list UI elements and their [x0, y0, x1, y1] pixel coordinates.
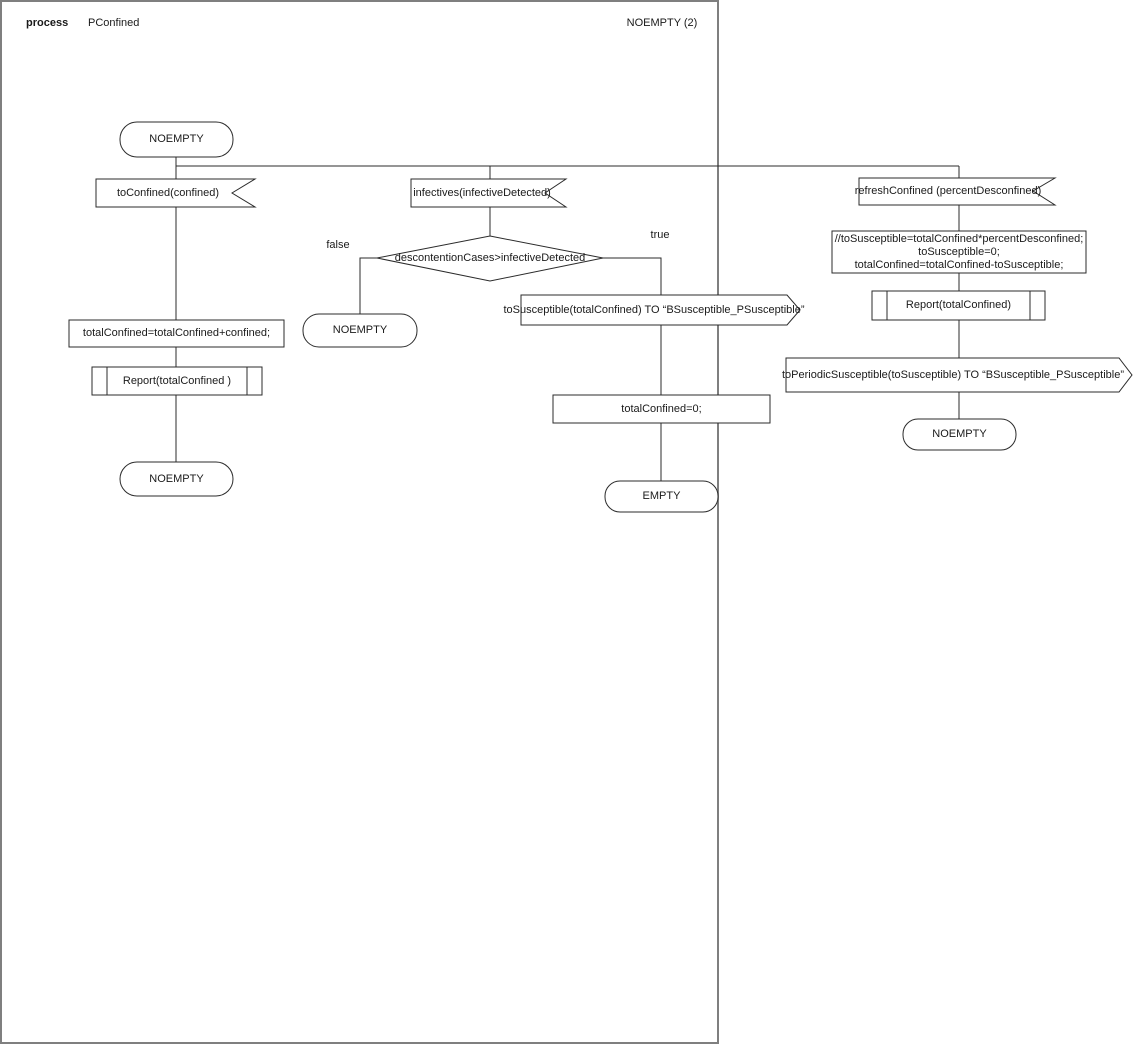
state-label: NOEMPTY	[932, 428, 987, 440]
state-symbol-noempty-left	[119, 461, 234, 497]
decision-label: descontentionCases>infectiveDetected	[394, 252, 586, 264]
task-line: totalConfined=totalConfined-toSusceptibl…	[854, 258, 1064, 271]
task-line: toSusceptible=0;	[918, 245, 1000, 258]
output-signal-label: toSusceptible(totalConfined) TO “BSuscep…	[503, 303, 805, 316]
task-label: totalConfined=totalConfined+confined;	[82, 327, 271, 339]
state-symbol-noempty-false	[302, 313, 418, 348]
connector-false-branch	[359, 257, 377, 314]
procedure-call-label: Report(totalConfined)	[905, 299, 1012, 311]
input-signal-label: toConfined(confined)	[116, 186, 220, 199]
input-signal-symbol-refreshconfined	[858, 177, 1057, 206]
output-signal-label: toPeriodicSusceptible(toSusceptible) TO …	[782, 368, 1124, 381]
decision-symbol	[376, 235, 604, 282]
state-symbol-noempty-right	[902, 418, 1017, 451]
procedure-call-label: Report(totalConfined )	[122, 374, 232, 387]
task-label: //toSusceptible=totalConfined*percentDes…	[832, 231, 1086, 273]
state-label: NOEMPTY	[332, 324, 388, 336]
state-label: NOEMPTY	[149, 472, 204, 485]
input-signal-symbol-toconfined	[95, 178, 257, 208]
task-symbol-reset-confined	[552, 394, 771, 424]
task-label: totalConfined=0;	[621, 402, 702, 415]
task-symbol-desconfine	[831, 230, 1087, 274]
output-signal-symbol-toperiodicsusceptible	[785, 357, 1133, 393]
process-name-label: PConfined	[88, 16, 140, 29]
input-signal-label: refreshConfined (percentDesconfined)	[854, 185, 1042, 197]
task-symbol-add-confined	[68, 319, 285, 348]
state-label: NOEMPTY	[149, 133, 204, 145]
state-symbol-empty	[604, 480, 719, 513]
procedure-call-symbol-report-right	[871, 290, 1046, 321]
output-signal-symbol-tosusceptible	[520, 294, 801, 326]
connector-true-branch	[603, 257, 662, 295]
decision-false-label: false	[326, 239, 350, 251]
input-signal-label: infectives(infectiveDetected)	[413, 186, 551, 199]
state-symbol-noempty-start	[119, 121, 234, 158]
process-frame	[0, 0, 719, 1044]
input-signal-symbol-infectives	[410, 178, 568, 208]
diagram-kind-label: process	[26, 16, 69, 29]
page-state-label: NOEMPTY (2)	[626, 16, 698, 29]
procedure-call-symbol-report-left	[91, 366, 263, 396]
state-label: EMPTY	[642, 490, 681, 502]
task-line: //toSusceptible=totalConfined*percentDes…	[834, 232, 1084, 245]
decision-true-label: true	[650, 229, 670, 241]
